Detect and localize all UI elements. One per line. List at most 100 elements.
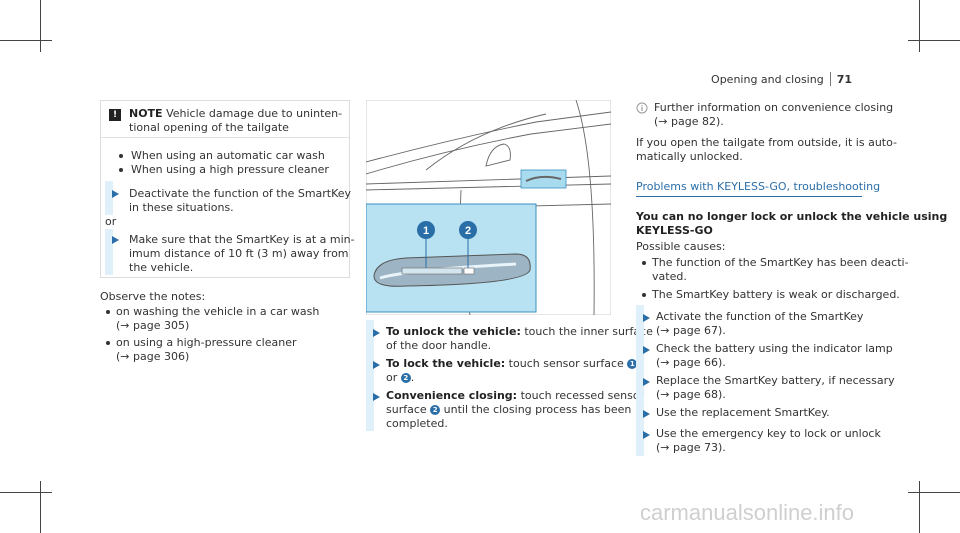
tailgate-line1: If you open the tailgate from outside, i… xyxy=(636,136,898,149)
note-box: ! NOTE Vehicle damage due to uninten- ti… xyxy=(100,100,355,278)
step-text: touch recessed sensor xyxy=(517,389,645,402)
step-highlight xyxy=(366,353,374,387)
callout-1-label: 1 xyxy=(423,225,429,237)
cause2: The SmartKey battery is weak or discharg… xyxy=(652,288,900,301)
step-arrow-icon xyxy=(643,314,650,322)
step-unlock-line2: of the door handle. xyxy=(386,339,492,352)
right-step1-line1: Activate the function of the SmartKey xyxy=(656,310,864,323)
note-step2-line1: Make sure that the SmartKey is at a min- xyxy=(129,233,355,246)
right-step3-line1: Replace the SmartKey battery, if necessa… xyxy=(656,374,895,387)
step-title: To unlock the vehicle: xyxy=(386,325,521,338)
crop-mark xyxy=(908,492,960,493)
note-item2-line2[interactable]: (→ page 306) xyxy=(116,350,190,363)
right-step2-line1: Check the battery using the indicator la… xyxy=(656,342,893,355)
sensor-surface-2 xyxy=(463,267,475,275)
info-icon xyxy=(636,102,648,114)
step-arrow-icon xyxy=(643,346,650,354)
step-highlight xyxy=(636,370,644,404)
cause1-line1: The function of the SmartKey has been de… xyxy=(652,256,909,269)
right-step5-line1: Use the emergency key to lock or unlock xyxy=(656,427,881,440)
note-item1-line1: on washing the vehicle in a car wash xyxy=(116,305,320,318)
note-item1-line2[interactable]: (→ page 305) xyxy=(116,319,190,332)
note-title-line2: tional opening of the tailgate xyxy=(129,121,289,134)
step-text: surface xyxy=(386,403,431,416)
bullet-text: When using an automatic car wash xyxy=(131,149,325,162)
right-step5-line2[interactable]: (→ page 73). xyxy=(656,441,726,454)
door-handle-illustration: 1 2 xyxy=(366,100,611,315)
step-arrow-icon xyxy=(373,361,380,369)
step-text: touch the inner surface xyxy=(520,325,653,338)
step-highlight xyxy=(636,338,644,372)
step-title: Convenience closing: xyxy=(386,389,518,402)
step-highlight xyxy=(636,402,644,424)
step-arrow-icon xyxy=(112,236,119,244)
step-highlight xyxy=(366,320,374,354)
step-highlight xyxy=(636,422,644,456)
crop-mark xyxy=(908,40,960,41)
step-arrow-icon xyxy=(643,378,650,386)
sensor-surface-1 xyxy=(401,267,463,275)
page-number: 71 xyxy=(836,72,852,86)
handle-highlight xyxy=(520,169,567,189)
step-title: To lock the vehicle: xyxy=(386,357,506,370)
callout-2-icon: 2 xyxy=(400,373,411,383)
watermark: carmanualsonline.info xyxy=(640,500,855,525)
bullet-dot xyxy=(119,168,123,172)
step-highlight xyxy=(105,229,113,275)
callout-2-icon xyxy=(459,221,477,239)
subheading-line1: You can no longer lock or unlock the veh… xyxy=(636,210,948,223)
note-title-line1: NOTE Vehicle damage due to uninten- xyxy=(129,107,342,121)
step-arrow-icon xyxy=(643,410,650,418)
bullet-dot xyxy=(106,341,110,345)
right-step1-line2[interactable]: (→ page 67). xyxy=(656,324,726,337)
subheading-line2: KEYLESS-GO xyxy=(636,224,713,237)
header-divider xyxy=(829,72,831,86)
step-highlight xyxy=(366,385,374,431)
crop-mark xyxy=(0,40,52,41)
callout-2-label: 2 xyxy=(465,225,471,237)
bullet-text: When using a high pressure cleaner xyxy=(131,163,329,176)
observe-notes-intro: Observe the notes: xyxy=(100,290,206,303)
note-or: or xyxy=(105,215,117,228)
step-unlock: To unlock the vehicle: touch the inner s… xyxy=(386,325,653,339)
bullet-dot xyxy=(642,293,646,297)
step-text: or xyxy=(386,371,401,384)
step-lock: To lock the vehicle: touch sensor surfac… xyxy=(386,357,638,371)
cause1-line2: vated. xyxy=(652,270,687,283)
note-step1-line2: in these situations. xyxy=(129,201,234,214)
callout-1-icon xyxy=(417,221,435,239)
step-text: touch sensor surface xyxy=(505,357,628,370)
step-convenience-line2: surface 2 until the closing process has … xyxy=(386,403,631,417)
bullet-dot xyxy=(119,154,123,158)
bullet-dot xyxy=(642,261,646,265)
step-convenience-closing: Convenience closing: touch recessed sens… xyxy=(386,389,644,403)
step-highlight xyxy=(105,181,113,215)
step-arrow-icon xyxy=(643,431,650,439)
note-step2-line3: the vehicle. xyxy=(129,261,194,274)
step-arrow-icon xyxy=(112,190,119,198)
crop-mark xyxy=(919,0,920,52)
possible-causes: Possible causes: xyxy=(636,240,726,253)
step-arrow-icon xyxy=(373,329,380,337)
crop-mark xyxy=(40,481,41,533)
section-title: Opening and closing xyxy=(711,72,824,86)
troubleshooting-heading-link[interactable]: Problems with KEYLESS-GO, troubleshootin… xyxy=(636,180,881,193)
tailgate-line2: matically unlocked. xyxy=(636,150,743,163)
right-step2-line2[interactable]: (→ page 66). xyxy=(656,356,726,369)
note-step1-line1: Deactivate the function of the SmartKey xyxy=(129,187,352,200)
callout-2-icon: 2 xyxy=(430,405,441,415)
info-line2[interactable]: (→ page 82). xyxy=(654,115,724,128)
heading-underline xyxy=(636,196,862,197)
step-lock-line2: or 2. xyxy=(386,371,414,385)
step-text: . xyxy=(410,371,415,384)
right-step3-line2[interactable]: (→ page 68). xyxy=(656,388,726,401)
crop-mark xyxy=(40,0,41,52)
page-header: Opening and closing 71 xyxy=(711,72,852,86)
crop-mark xyxy=(919,481,920,533)
step-text: until the closing process has been xyxy=(440,403,632,416)
step-arrow-icon xyxy=(373,393,380,401)
right-step4-line1: Use the replacement SmartKey. xyxy=(656,406,830,419)
crop-mark xyxy=(0,492,52,493)
note-title-text: Vehicle damage due to uninten- xyxy=(166,107,343,120)
warning-exclamation-icon: ! xyxy=(109,109,121,121)
